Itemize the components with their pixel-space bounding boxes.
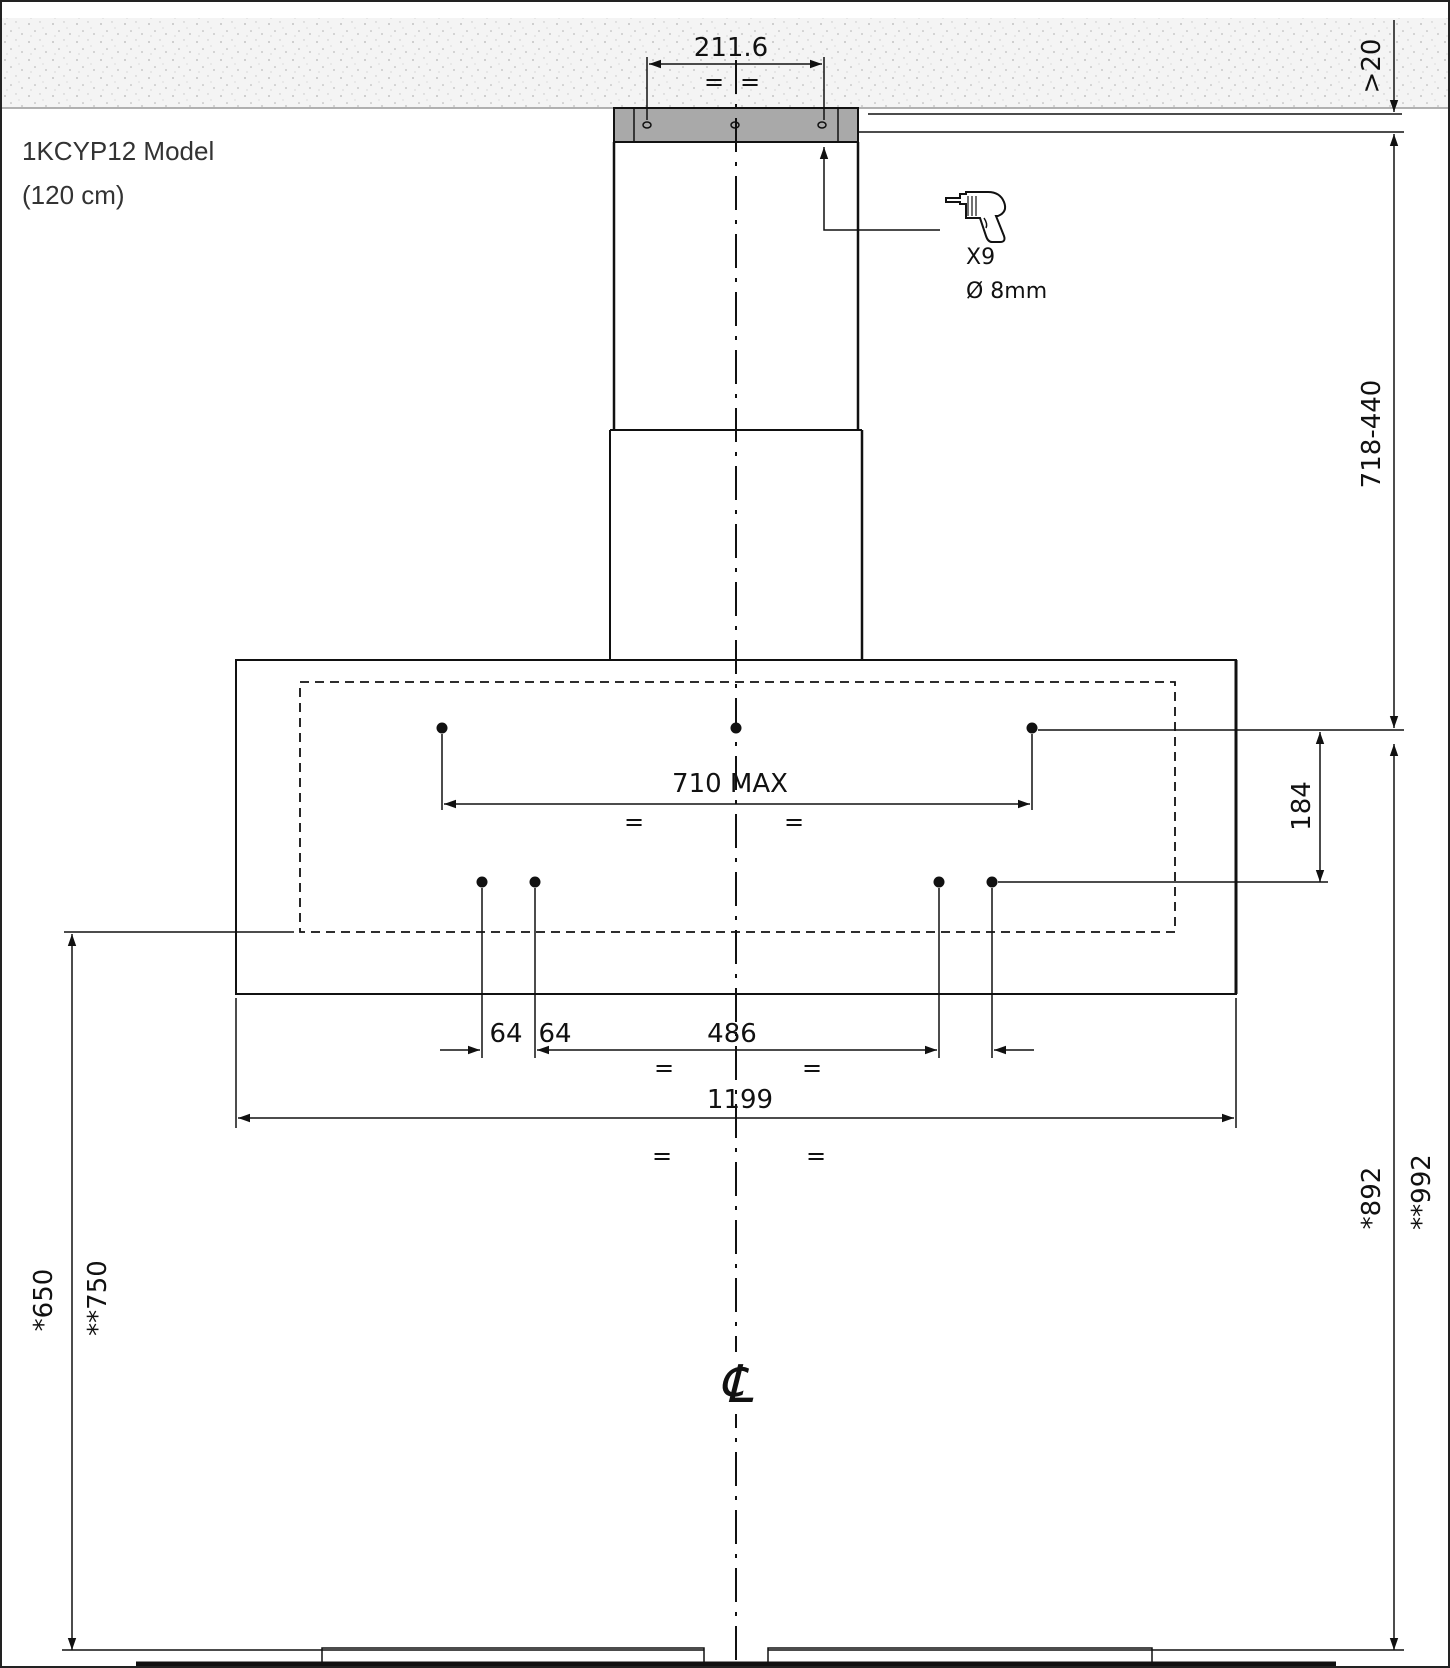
equal-mark: = xyxy=(652,1142,672,1170)
equal-mark: = xyxy=(624,808,644,836)
dim-hole-offset-right: 64 xyxy=(538,1019,571,1049)
mounting-holes xyxy=(436,722,1038,888)
equal-mark: = xyxy=(704,68,724,96)
ceiling xyxy=(2,18,1448,109)
dim-hood-width: 1199 xyxy=(707,1085,773,1115)
drill-icon xyxy=(945,191,1007,243)
equal-mark: = xyxy=(740,68,760,96)
dim-height-right-1: *892 xyxy=(1357,1167,1387,1230)
centerline-symbol-bg xyxy=(714,1352,758,1414)
equal-mark: = xyxy=(806,1142,826,1170)
cooktop xyxy=(62,1647,1404,1666)
dim-bracket-width: 211.6 xyxy=(694,33,768,63)
model-name: 1KCYP12 Model xyxy=(22,136,214,166)
dim-height-left-2: **750 xyxy=(83,1260,113,1336)
model-size: (120 cm) xyxy=(22,180,125,210)
drill-diameter: Ø 8mm xyxy=(966,279,1047,304)
drill-count: X9 xyxy=(966,245,995,270)
equal-mark: = xyxy=(802,1054,822,1082)
dim-hole-span-max: 710 MAX xyxy=(672,769,788,799)
dim-height-right-2: **992 xyxy=(1407,1154,1437,1230)
dim-hole-vertical-spacing: 184 xyxy=(1287,781,1317,831)
equal-mark: = xyxy=(654,1054,674,1082)
dim-height-left-1: *650 xyxy=(29,1269,59,1332)
centerline-symbol: ℄ xyxy=(719,1355,754,1415)
dim-hole-offset-left: 64 xyxy=(489,1019,522,1049)
dimension-lines xyxy=(64,20,1404,1650)
dim-chimney-height: 718-440 xyxy=(1357,380,1387,489)
bracket-hole-left xyxy=(642,121,652,129)
dim-ceiling-gap: >20 xyxy=(1357,39,1387,94)
dim-inner-spacing: 486 xyxy=(707,1019,757,1049)
hood-inner-dashed xyxy=(299,681,1176,933)
bracket-hole-right xyxy=(817,121,827,129)
equal-mark: = xyxy=(784,808,804,836)
